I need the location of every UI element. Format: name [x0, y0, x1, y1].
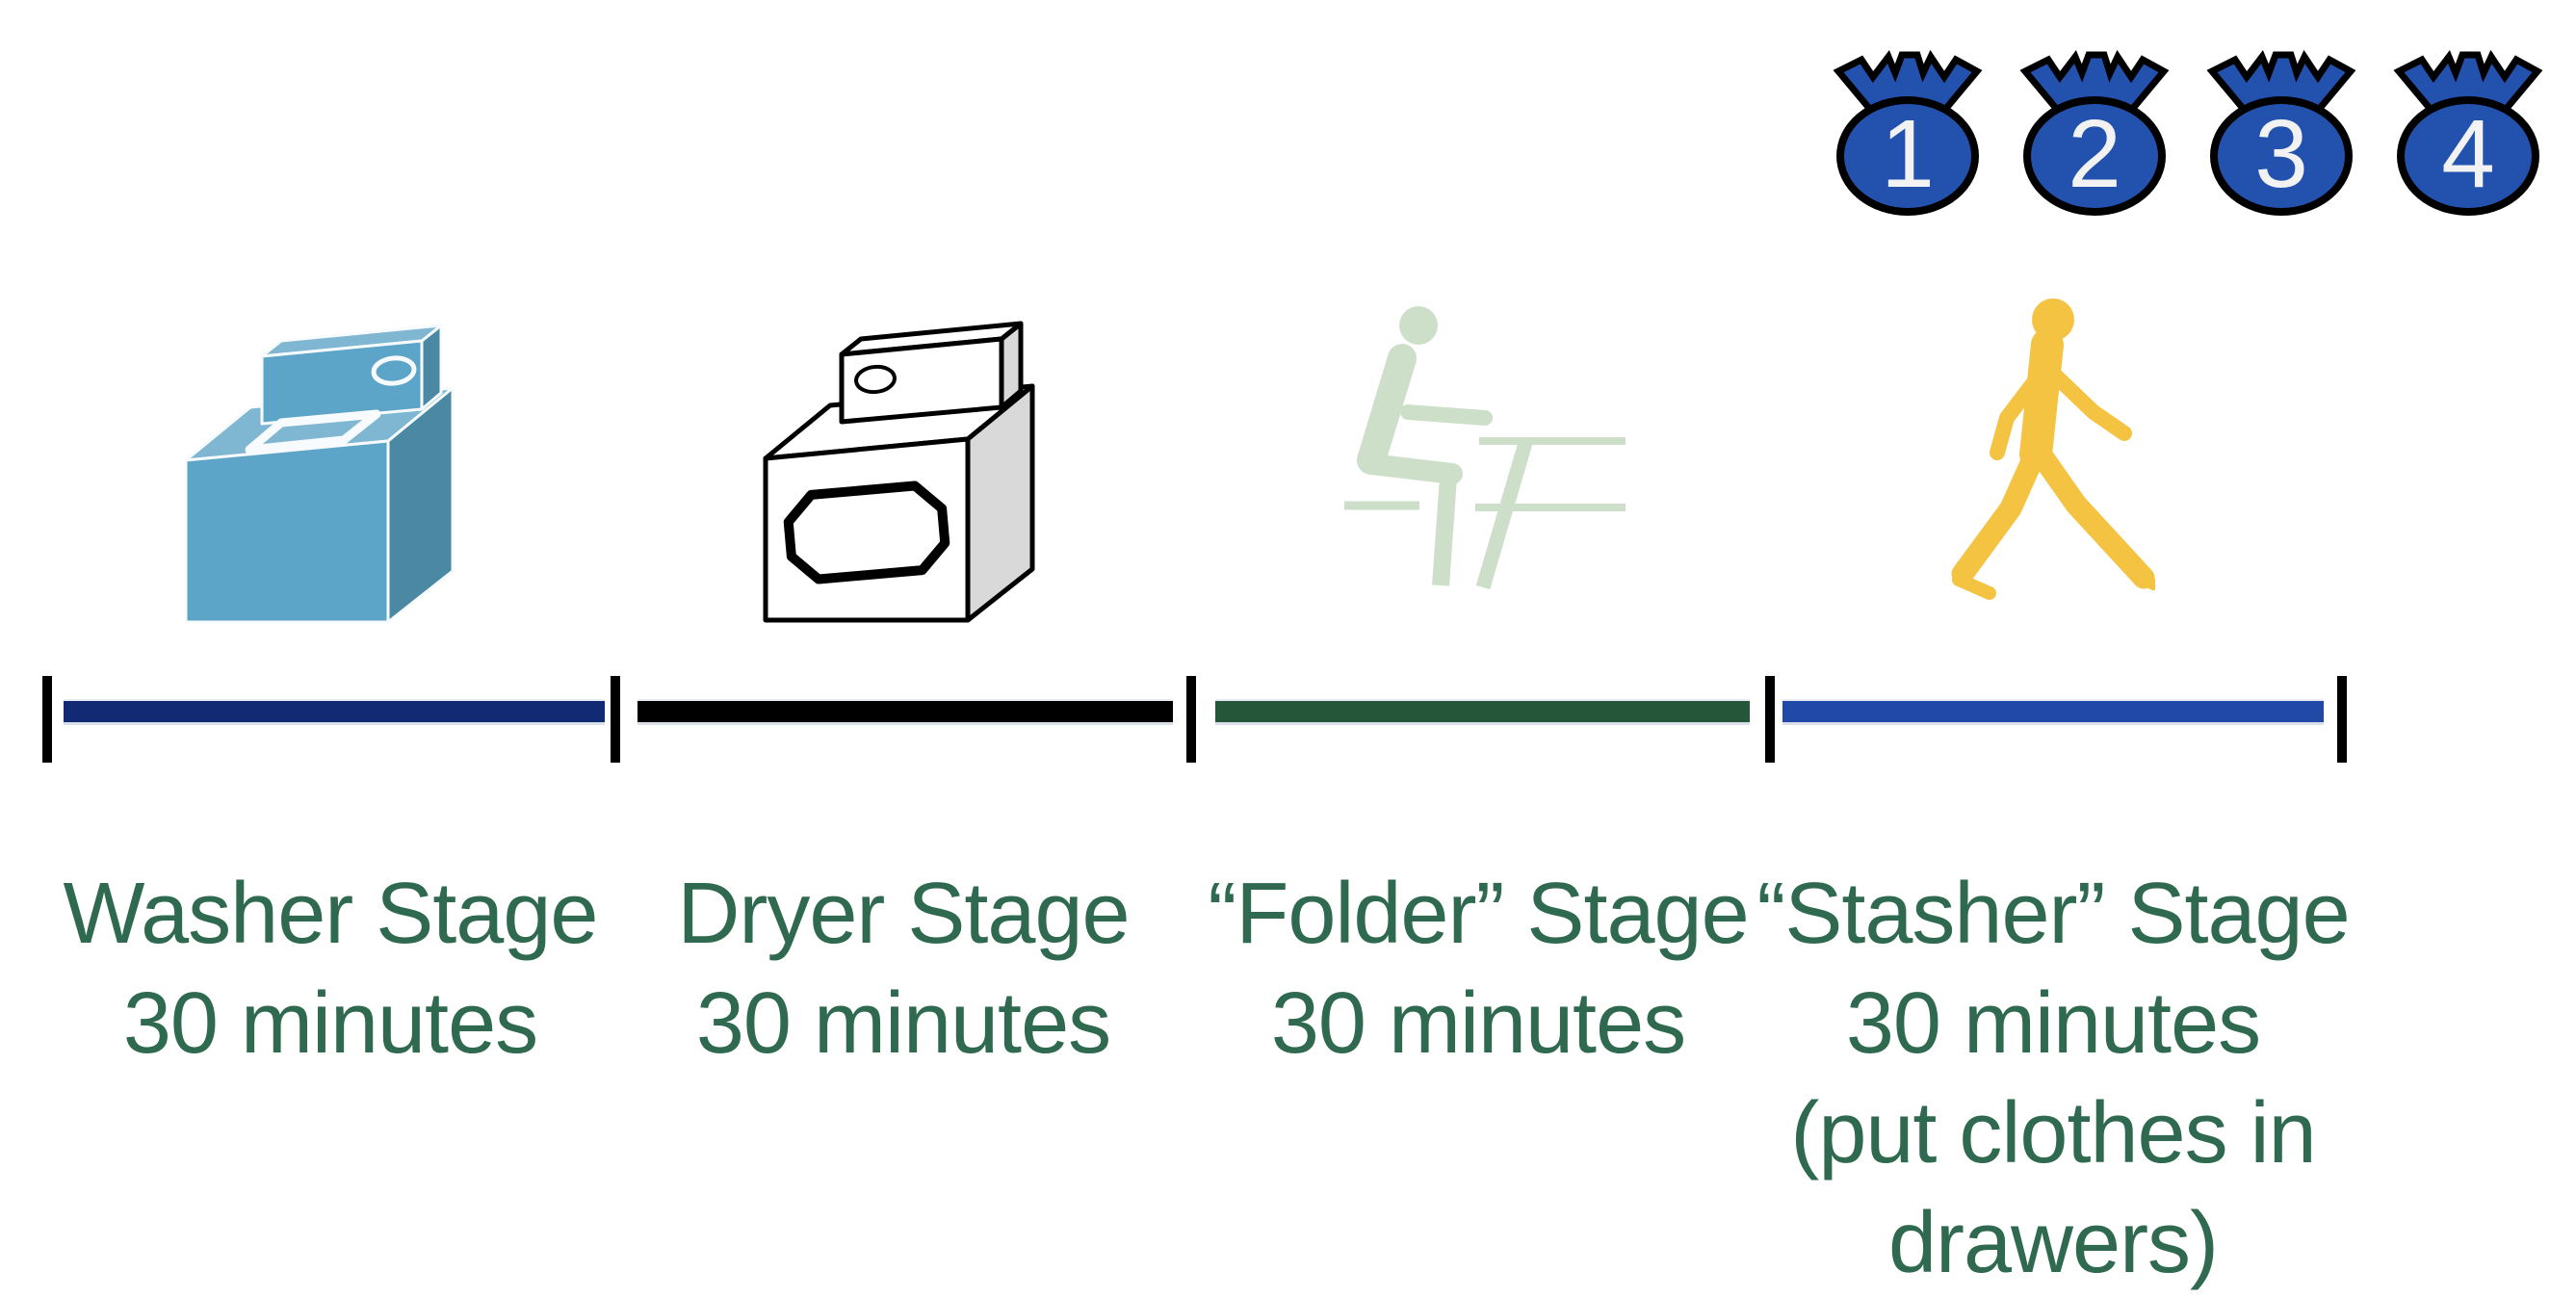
stage-duration: 30 minutes — [1845, 975, 2261, 1072]
stage-duration: 30 minutes — [1270, 975, 1686, 1072]
stage-duration: 30 minutes — [695, 975, 1111, 1072]
laundry-bag-icon — [2393, 49, 2543, 216]
laundry-bag-4: 4 — [2385, 44, 2551, 218]
laundry-bag-3: 3 — [2199, 44, 2364, 218]
laundry-bag-2: 2 — [2012, 44, 2177, 218]
stage-note: (put clothes in drawers) — [1790, 1085, 2316, 1291]
bag-number: 2 — [2068, 100, 2121, 208]
timeline-tick-1 — [42, 676, 52, 763]
stage-duration: 30 minutes — [122, 975, 538, 1072]
bag-number: 4 — [2441, 100, 2495, 208]
stage-label-stasher: “Stasher” Stage 30 minutes (put clothes … — [1745, 859, 2361, 1298]
timeline-tick-3 — [1186, 676, 1196, 763]
laundry-bag-icon — [1833, 49, 1983, 216]
bag-number: 3 — [2254, 100, 2308, 208]
stage-label-dryer: Dryer Stage 30 minutes — [595, 859, 1211, 1078]
stage-label-folder: “Folder” Stage 30 minutes — [1170, 859, 1786, 1078]
timeline-bar-washer — [64, 701, 605, 722]
person-folding-at-table-icon — [1344, 306, 1626, 590]
stage-title: “Folder” Stage — [1208, 866, 1749, 962]
washing-machine-icon — [184, 324, 455, 624]
laundry-bag-icon — [2019, 49, 2170, 216]
timeline-bar-dryer — [637, 701, 1173, 722]
dryer-machine-icon — [763, 321, 1035, 623]
timeline-tick-2 — [611, 676, 620, 763]
stage-title: Washer Stage — [63, 866, 599, 962]
timeline-tick-4 — [1765, 676, 1775, 763]
timeline-bar-stasher — [1782, 701, 2324, 722]
laundry-bag-icon — [2206, 49, 2356, 216]
stage-title: “Stasher” Stage — [1756, 866, 2350, 962]
laundry-bag-1: 1 — [1825, 44, 1991, 218]
stage-label-washer: Washer Stage 30 minutes — [22, 859, 638, 1078]
stage-title: Dryer Stage — [677, 866, 1130, 962]
timeline-tick-5 — [2337, 676, 2347, 763]
bag-number: 1 — [1881, 100, 1935, 208]
timeline-bar-folder — [1215, 701, 1750, 722]
person-walking-icon — [1951, 299, 2155, 600]
